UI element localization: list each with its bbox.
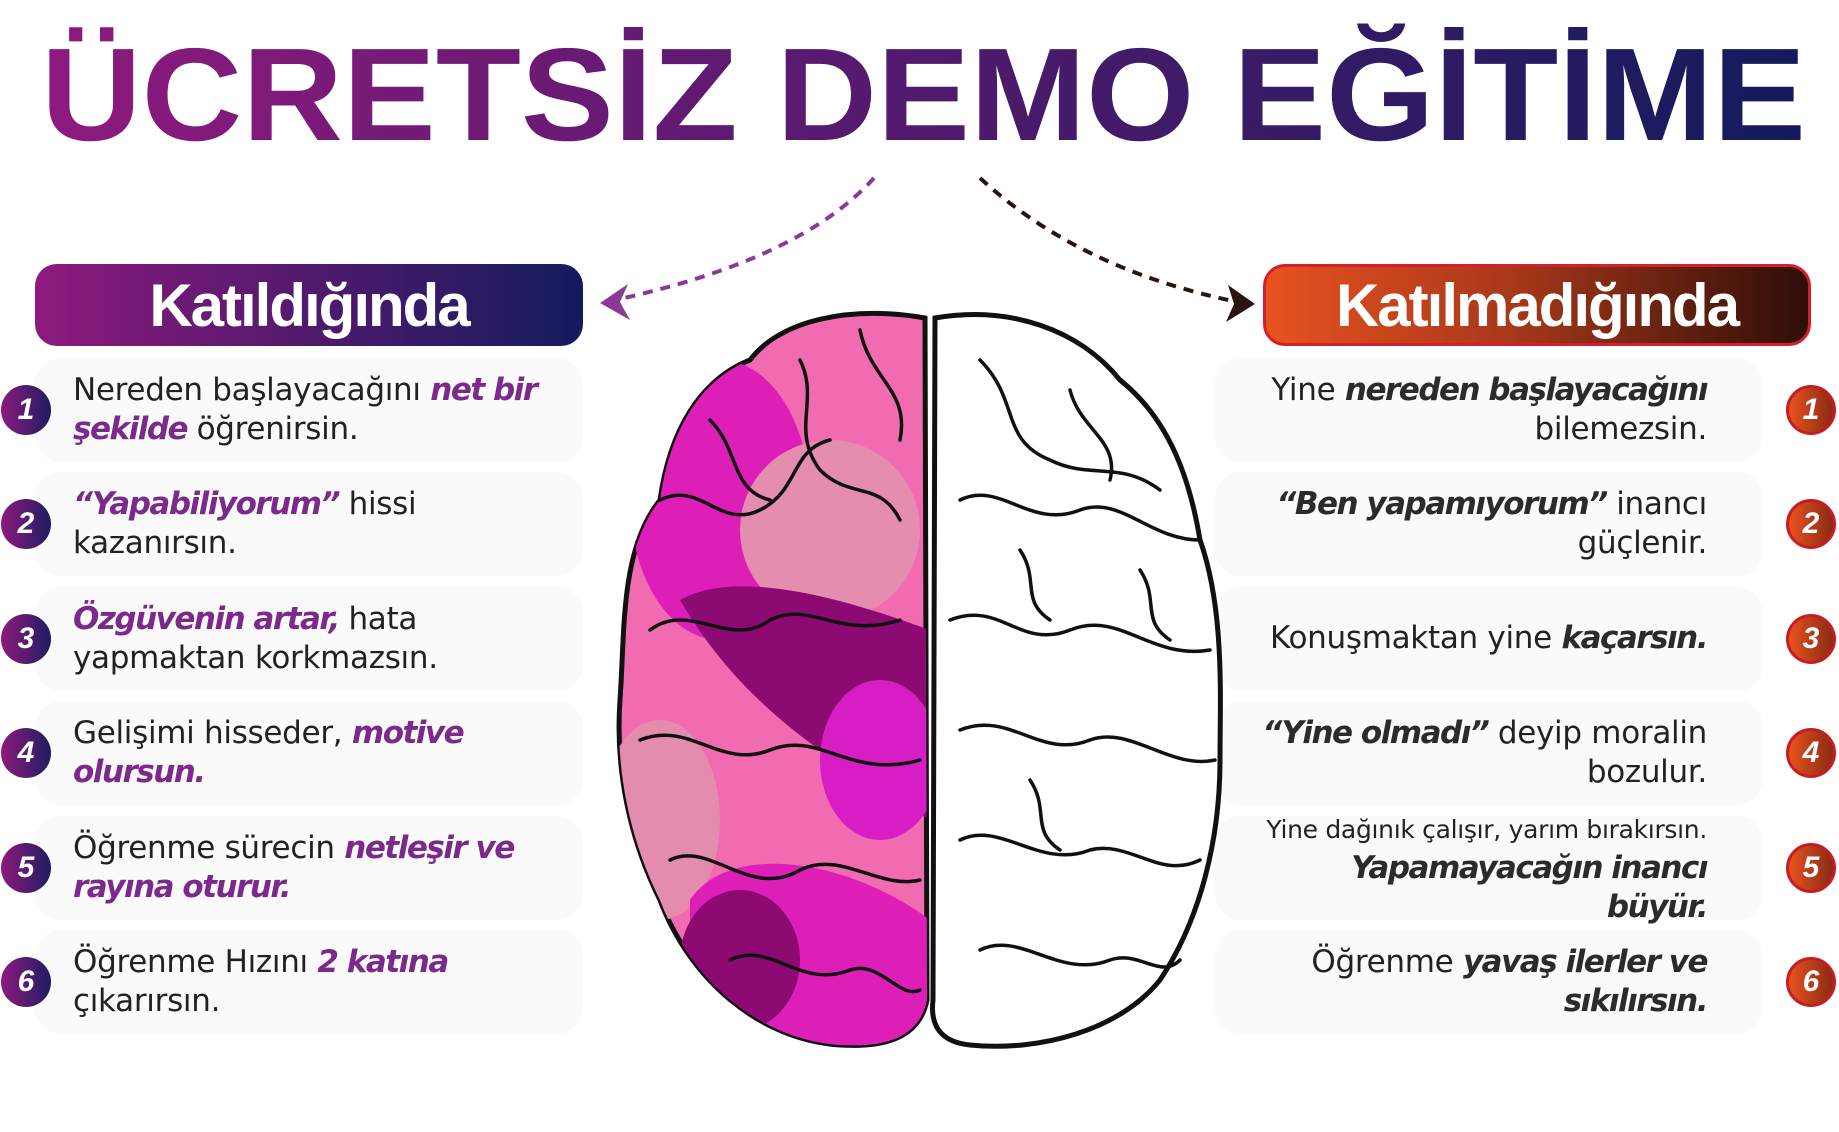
- item-text: Yine nereden başlayacağını bilemezsin.: [1245, 371, 1709, 449]
- plain-text: Yine dağınık çalışır, yarım bırakırsın.: [1266, 814, 1707, 844]
- item-text: Öğrenme yavaş ilerler ve sıkılırsın.: [1245, 943, 1709, 1021]
- emphasis-text: yavaş ilerler ve sıkılırsın.: [1462, 944, 1709, 1019]
- item-text: Nereden başlayacağını net bir şekilde öğ…: [73, 371, 573, 449]
- number-badge: 2: [1786, 499, 1836, 550]
- item-text: Öğrenme sürecin netleşir ve rayına oturu…: [73, 829, 573, 907]
- right-hemisphere: [929, 312, 1223, 1049]
- emphasis-text: “Yine olmadı”: [1262, 715, 1489, 752]
- plain-text: inancı güçlenir.: [1577, 486, 1708, 562]
- emphasis-text: Özgüvenin artar,: [73, 600, 340, 637]
- emphasis-text: netleşir ve rayına oturur.: [73, 829, 515, 905]
- plain-text: Gelişimi hisseder,: [73, 715, 352, 752]
- number-badge: 4: [1, 728, 51, 779]
- number-badge: 1: [1, 385, 51, 435]
- number-badge: 3: [1, 613, 51, 664]
- brain-folds: [638, 328, 1217, 994]
- left-item-3: Özgüvenin artar, hata yapmaktan korkmazs…: [35, 586, 583, 691]
- emphasis-text: “Ben yapamıyorum”: [1276, 486, 1608, 523]
- left-header: Katıldığında: [35, 264, 583, 346]
- number-badge: 4: [1786, 728, 1836, 779]
- plain-text: Nereden başlayacağını: [73, 372, 431, 408]
- emphasis-text: 2 katına: [317, 944, 449, 980]
- number-badge: 6: [1, 957, 51, 1007]
- item-text: Öğrenme Hızını 2 katına çıkarırsın.: [73, 943, 573, 1021]
- plain-text: bilemezsin.: [1534, 411, 1708, 447]
- plain-text: Öğrenme Hızını: [73, 944, 318, 980]
- plain-text: çıkarırsın.: [73, 983, 221, 1019]
- emphasis-text: “Yapabiliyorum”: [73, 486, 341, 523]
- plain-text: hissi kazanırsın.: [73, 486, 417, 562]
- right-item-5: Yine dağınık çalışır, yarım bırakırsın. Y…: [1215, 815, 1763, 925]
- plain-text: deyip moralin bozulur.: [1488, 715, 1707, 791]
- plain-text: Konuşmaktan yine: [1270, 620, 1562, 657]
- left-item-1: Nereden başlayacağını net bir şekilde öğ…: [35, 358, 583, 462]
- arrow-right: [978, 176, 1239, 304]
- emphasis-text: Yapamayacağın inancı büyür.: [1351, 849, 1708, 925]
- plain-text: Yine: [1271, 372, 1345, 408]
- plain-text: öğrenirsin.: [187, 411, 359, 447]
- item-text: Konuşmaktan yine kaçarsın.: [1270, 619, 1708, 658]
- title-text: ÜCRETSİZ DEMO EĞİTİME: [41, 21, 1806, 168]
- arrow-left-head-icon: [600, 284, 630, 320]
- item-text: “Yapabiliyorum” hissi kazanırsın.: [73, 485, 573, 563]
- number-badge: 5: [1, 842, 51, 893]
- number-badge: 3: [1786, 613, 1836, 664]
- plain-text: Öğrenme: [1311, 944, 1463, 980]
- right-item-1: Yine nereden başlayacağını bilemezsin.: [1215, 358, 1763, 462]
- emphasis-text: nereden başlayacağını: [1344, 372, 1709, 408]
- item-text: “Yine olmadı” deyip moralin bozulur.: [1245, 714, 1707, 792]
- plain-text: hata yapmaktan korkmazsın.: [73, 600, 438, 676]
- item-text: “Ben yapamıyorum” inancı güçlenir.: [1245, 485, 1707, 563]
- brain-illustration: [616, 311, 1223, 1049]
- arrows: [600, 176, 1255, 322]
- number-badge: 5: [1786, 842, 1836, 893]
- arrow-left: [614, 176, 876, 302]
- left-item-4: Gelişimi hisseder, motive olursun.: [35, 701, 583, 806]
- number-badge: 2: [1, 499, 51, 550]
- right-item-6: Öğrenme yavaş ilerler ve sıkılırsın.: [1215, 930, 1763, 1034]
- number-badge: 1: [1786, 385, 1836, 435]
- item-text: Gelişimi hisseder, motive olursun.: [73, 714, 573, 792]
- left-item-5: Öğrenme sürecin netleşir ve rayına oturu…: [35, 815, 583, 920]
- right-header: Katılmadığında: [1263, 264, 1811, 346]
- plain-text: Öğrenme sürecin: [73, 829, 345, 866]
- emphasis-text: kaçarsın.: [1561, 620, 1708, 657]
- emphasis-text: net bir şekilde: [73, 372, 538, 447]
- item-text: Özgüvenin artar, hata yapmaktan korkmazs…: [73, 600, 573, 678]
- number-badge: 6: [1786, 957, 1836, 1007]
- right-item-4: “Yine olmadı” deyip moralin bozulur.: [1215, 701, 1763, 806]
- item-text: Yine dağınık çalışır, yarım bırakırsın. Y…: [1245, 809, 1708, 927]
- right-item-3: Konuşmaktan yine kaçarsın.: [1215, 586, 1763, 691]
- emphasis-text: motive olursun.: [73, 715, 465, 791]
- left-item-2: “Yapabiliyorum” hissi kazanırsın.: [35, 472, 583, 577]
- right-item-2: “Ben yapamıyorum” inancı güçlenir.: [1215, 472, 1763, 577]
- page-title: ÜCRETSİZ DEMO EĞİTİME: [41, 21, 1806, 168]
- arrow-right-head-icon: [1226, 285, 1255, 322]
- left-item-6: Öğrenme Hızını 2 katına çıkarırsın.: [35, 930, 583, 1034]
